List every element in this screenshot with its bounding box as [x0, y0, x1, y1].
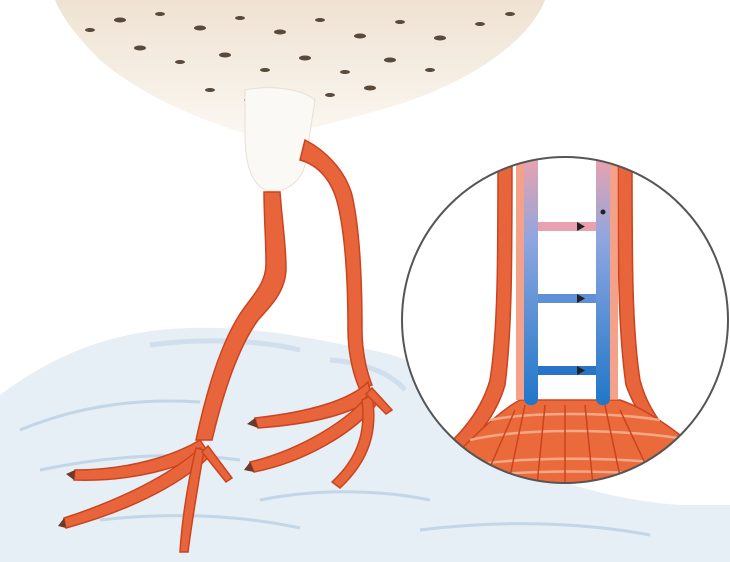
bird-body — [55, 0, 545, 191]
